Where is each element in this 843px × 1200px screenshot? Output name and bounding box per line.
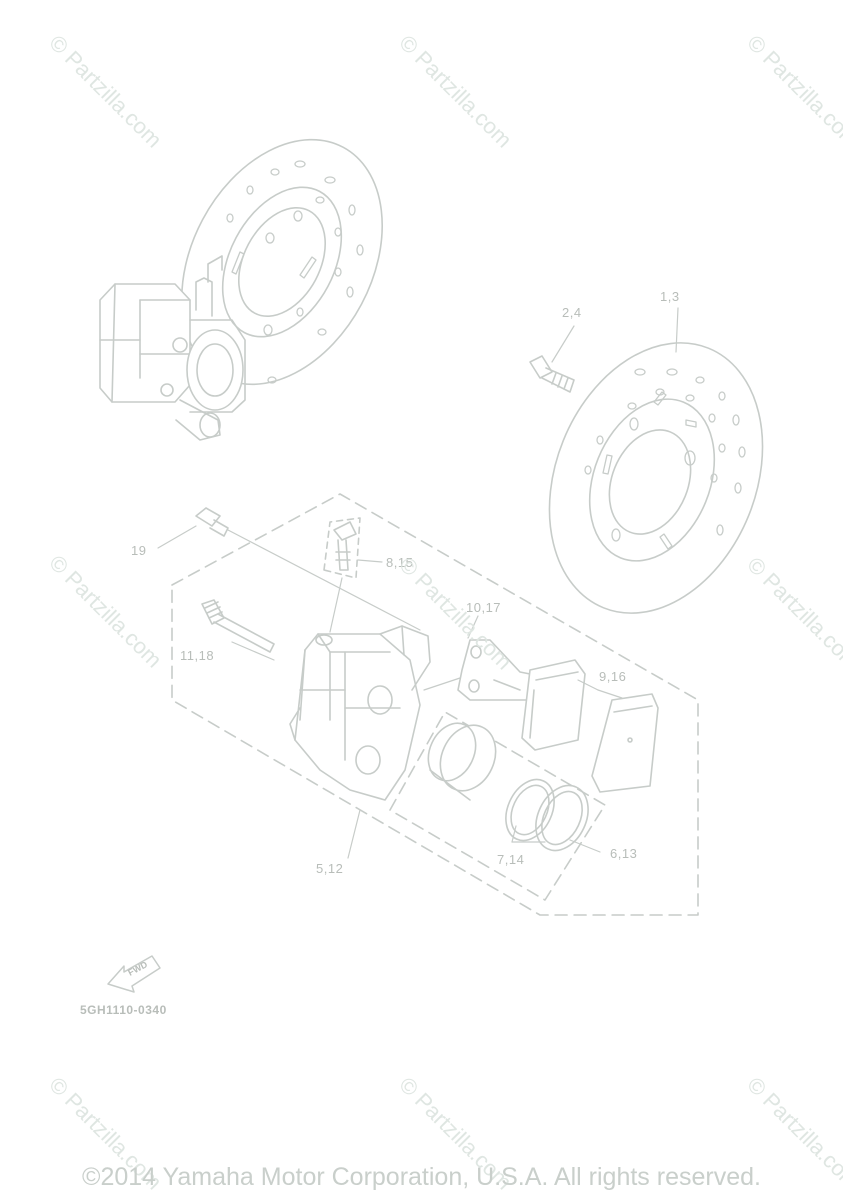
caliper-piston [427,722,497,801]
callout-dust-seal: 6,13 [610,846,638,861]
dust-seal [535,784,589,852]
disc-bolt [529,355,575,393]
assembled-caliper [99,255,246,441]
diagram-code: 5GH1110-0340 [80,1003,167,1017]
callout-disc-bolt: 2,4 [562,305,582,320]
pad-kit-outline [389,711,606,901]
bleeder-outline [323,517,361,579]
copyright-notice: ©2014 Yamaha Motor Corporation, U.S.A. A… [82,1163,761,1191]
piston-seal [505,778,555,842]
callout-pad-bracket: 10,17 [466,600,502,615]
brake-pad-a [521,659,586,751]
forward-arrow-icon: FWD [107,955,161,993]
callout-disc: 1,3 [660,289,680,304]
callout-brake-pad: 9,16 [599,669,627,684]
callout-caliper-body: 5,12 [316,861,344,876]
callout-piston-seal: 7,14 [497,852,525,867]
exploded-view-outline [171,493,699,916]
leader-lines [157,307,679,859]
caliper-bolt [195,507,229,537]
callout-caliper-bolt: 19 [131,543,147,558]
caliper-body [289,625,431,801]
callout-bleed-screw: 8,15 [386,555,414,570]
caliper-pin [201,599,275,653]
callout-caliper-pin: 11,18 [180,648,215,663]
brake-pad-b [591,693,659,793]
brake-disc-part [548,342,764,614]
bleed-screw [333,521,357,571]
